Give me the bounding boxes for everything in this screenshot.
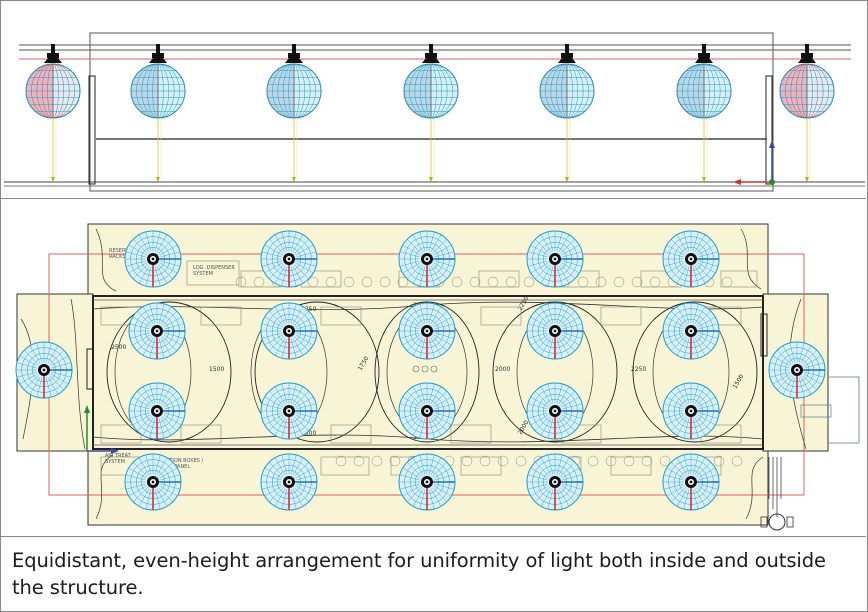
isolux-label: 1500 xyxy=(301,430,316,437)
pipe-run xyxy=(768,457,782,517)
plan-axis-y-head xyxy=(84,405,90,413)
right-piping xyxy=(828,376,860,444)
outer-luminaire-plate xyxy=(526,453,584,511)
isolux-label: 1750 xyxy=(301,306,316,313)
elevation-luminaire xyxy=(676,44,732,182)
right-panel xyxy=(800,404,832,418)
outer-luminaire-plate xyxy=(260,453,318,511)
figure-caption: Equidistant, even-height arrangement for… xyxy=(12,549,826,599)
inner-luminaire-plate xyxy=(128,382,186,440)
inner-luminaire-plate xyxy=(526,382,584,440)
outer-luminaire-plate xyxy=(15,341,73,399)
outer-luminaire-plate xyxy=(398,453,456,511)
inner-luminaire-plate xyxy=(662,302,720,360)
inner-luminaire-plate xyxy=(260,382,318,440)
elevation-view xyxy=(4,32,865,192)
elevation-luminaire xyxy=(130,44,186,182)
plan-axis-x-head xyxy=(111,448,119,454)
outer-luminaire-plate xyxy=(124,453,182,511)
left-door xyxy=(86,348,94,390)
outer-luminaire-plate xyxy=(768,341,826,399)
pipe-flange-left xyxy=(760,516,768,528)
axis-origin xyxy=(769,179,775,185)
right-door xyxy=(760,313,768,357)
plan-view: 1500175020002250250015001750200022502500… xyxy=(15,223,860,531)
outer-luminaire-plate xyxy=(662,230,720,288)
outer-luminaire-plate xyxy=(398,230,456,288)
inner-luminaire-plate xyxy=(260,302,318,360)
inner-luminaire-plate xyxy=(526,302,584,360)
inner-luminaire-plate xyxy=(662,382,720,440)
outer-luminaire-plate xyxy=(526,230,584,288)
left-wall xyxy=(88,75,96,185)
pipe-valve xyxy=(768,513,786,531)
isolux-label: 2000 xyxy=(495,366,510,373)
pipe-flange-right xyxy=(786,516,794,528)
caption-divider xyxy=(0,536,866,537)
outer-luminaire-plate xyxy=(260,230,318,288)
axis-up-head xyxy=(769,140,775,148)
outer-luminaire-plate xyxy=(662,453,720,511)
isolux-label: 2250 xyxy=(631,366,646,373)
elevation-luminaire xyxy=(779,44,835,182)
section-divider xyxy=(0,198,866,199)
elevation-luminaire xyxy=(266,44,322,182)
structure-outline xyxy=(89,32,774,192)
inner-luminaire-plate xyxy=(398,302,456,360)
inner-luminaire-plate xyxy=(398,382,456,440)
right-wall xyxy=(765,75,773,185)
isolux-label: 1500 xyxy=(209,366,224,373)
axis-left-head xyxy=(733,179,741,185)
inner-luminaire-plate xyxy=(128,302,186,360)
elevation-luminaire xyxy=(539,44,595,182)
isolux-label: 2500 xyxy=(111,344,126,351)
elevation-luminaire xyxy=(25,44,81,182)
outer-luminaire-plate xyxy=(124,230,182,288)
elevation-luminaire xyxy=(403,44,459,182)
